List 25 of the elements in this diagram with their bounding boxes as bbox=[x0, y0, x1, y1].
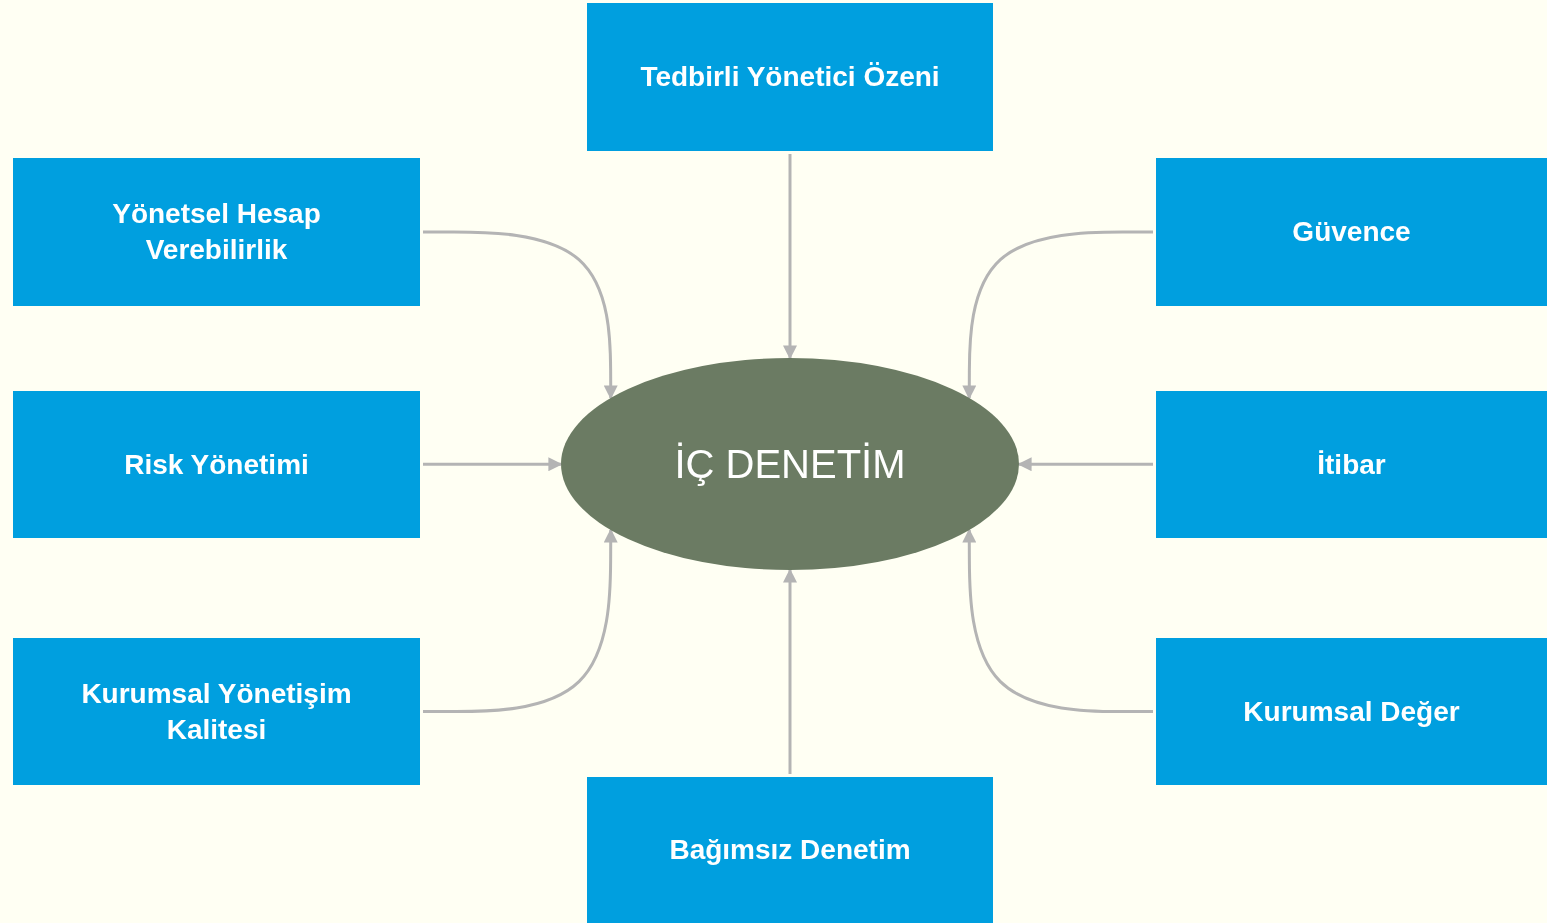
node-label: Tedbirli Yönetici Özeni bbox=[640, 60, 940, 95]
concept-box bbox=[1156, 391, 1547, 538]
concept-box bbox=[1156, 638, 1547, 785]
arrow bbox=[783, 568, 797, 774]
concept-box bbox=[587, 3, 993, 151]
arrow bbox=[423, 528, 618, 714]
arrow bbox=[962, 230, 1153, 400]
node-label: Güvence bbox=[1292, 215, 1411, 250]
concept-box bbox=[587, 777, 993, 923]
concept-box bbox=[13, 158, 420, 306]
node-label: İtibar bbox=[1317, 447, 1386, 482]
node-label: İÇ DENETİM bbox=[674, 441, 906, 487]
arrow bbox=[423, 457, 563, 472]
concept-box bbox=[1156, 158, 1547, 306]
node-label: Kurumsal Değer bbox=[1243, 694, 1460, 729]
central-ellipse bbox=[561, 358, 1019, 570]
arrow bbox=[962, 528, 1153, 714]
node-label: Bağımsız Denetim bbox=[669, 833, 911, 868]
concept-box bbox=[13, 638, 420, 785]
concept-box bbox=[13, 391, 420, 538]
node-label: Risk Yönetimi bbox=[124, 447, 309, 482]
node-label: Kurumsal Yönetişim Kalitesi bbox=[80, 676, 353, 747]
arrow bbox=[783, 154, 797, 360]
arrow bbox=[423, 230, 618, 400]
node-label: Yönetsel Hesap Verebilirlik bbox=[111, 197, 322, 267]
